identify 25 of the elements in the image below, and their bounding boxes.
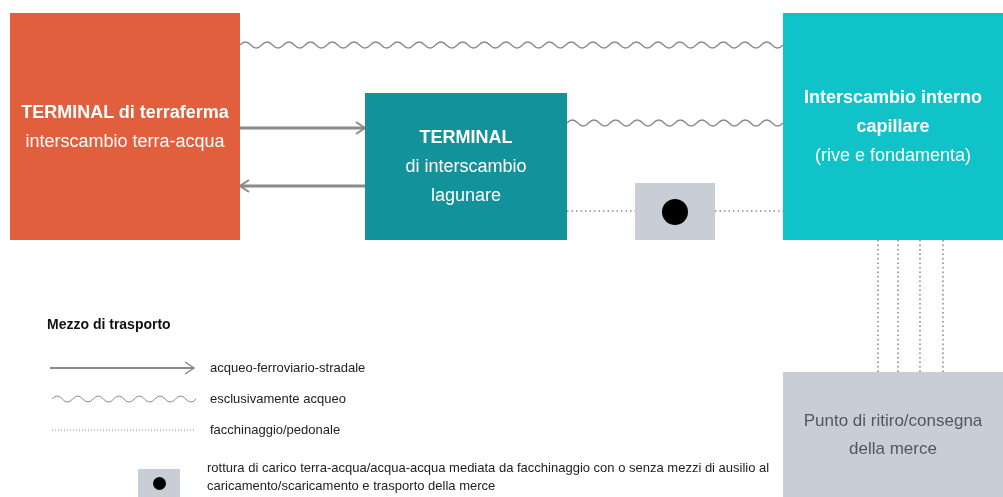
legend-text: acqueo-ferroviario-stradale bbox=[210, 359, 367, 377]
process-box bbox=[783, 13, 1003, 240]
connector bbox=[877, 239, 879, 373]
junction-box bbox=[635, 183, 715, 240]
connector bbox=[897, 239, 899, 373]
process-box bbox=[365, 93, 567, 240]
connector bbox=[942, 239, 944, 373]
legend-title: Mezzo di trasporto bbox=[47, 316, 171, 332]
connector bbox=[919, 239, 921, 373]
connector bbox=[240, 121, 366, 135]
node-text: TERMINAL bbox=[419, 126, 513, 150]
legend-text: rottura di carico terra-acqua/acqua-acqua mediata da facchinaggio con o senza mezzi di ausilio al caricamento/scaricamento e trasporto della merce bbox=[207, 459, 771, 495]
node-text: interscambio terra-acqua bbox=[25, 129, 225, 153]
legend-text: facchinaggio/pedonale bbox=[210, 421, 342, 439]
legend-text: esclusivamente acqueo bbox=[210, 390, 347, 408]
process-box bbox=[10, 13, 240, 240]
node-text: (rive e fondamenta) bbox=[814, 143, 972, 167]
connector bbox=[239, 41, 784, 49]
node-text: TERMINAL di terraferma bbox=[21, 100, 229, 124]
node-text: Interscambio interno capillare bbox=[803, 86, 983, 139]
connector bbox=[566, 119, 784, 127]
node-text: di interscambio lagunare bbox=[404, 155, 528, 207]
connector bbox=[239, 179, 365, 193]
process-box bbox=[783, 372, 1003, 497]
node-text: Punto di ritiro/consegna della merce bbox=[802, 410, 984, 460]
